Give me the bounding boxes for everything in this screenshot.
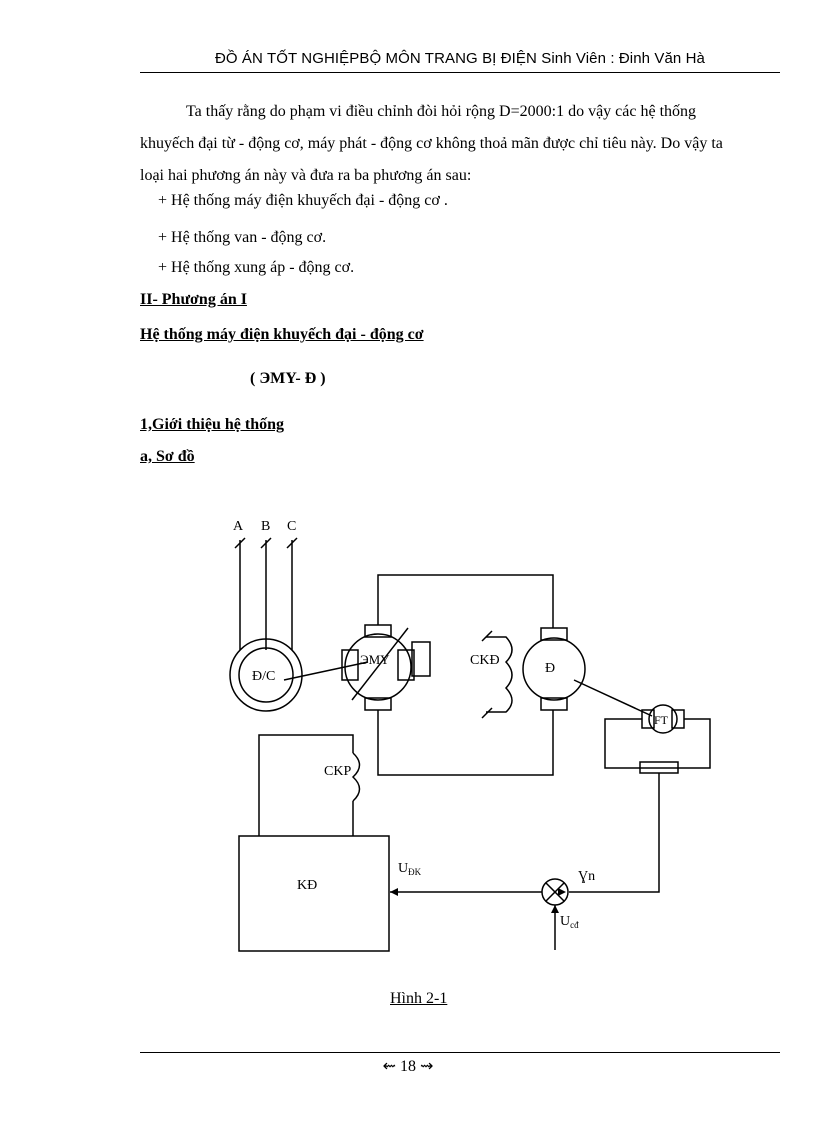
- udk-label: UĐK: [398, 861, 422, 877]
- phase-b-tick: [260, 537, 272, 549]
- arrow-reference: [551, 905, 559, 913]
- udk-main: U: [398, 861, 408, 876]
- page-header: ĐỒ ÁN TỐT NGHIỆPBỘ MÔN TRANG BỊ ĐIỆN Sin…: [140, 46, 780, 73]
- amplifier-label: KĐ: [297, 878, 317, 893]
- paragraph-1: Ta thấy rằng do phạm vi điều chỉnh đòi h…: [140, 103, 723, 184]
- section-title: Hệ thống máy điện khuyếch đại - động cơ: [140, 326, 424, 343]
- feedback-wire: [569, 773, 660, 893]
- tacho-brush-right: [671, 709, 685, 729]
- phase-c-label: C: [287, 519, 296, 534]
- arrow-to-amplifier: [390, 888, 398, 896]
- arrow-feedback: [558, 888, 566, 896]
- shaft-link: [283, 661, 369, 681]
- dc-motor-brush-top: [540, 627, 568, 641]
- ucd-sub: cđ: [570, 920, 579, 930]
- tacho-label: FT: [654, 713, 669, 727]
- section-heading: II- Phương án I: [140, 291, 247, 308]
- tacho-body: [648, 704, 678, 734]
- tacho-shaft: [573, 679, 653, 717]
- ckd-tick-top: [481, 630, 493, 642]
- udk-sub: ĐK: [408, 867, 421, 877]
- ckd-coil: [486, 636, 513, 713]
- ckp-top-wire: [258, 734, 354, 836]
- figure-caption: Hình 2-1: [390, 990, 448, 1007]
- ac-motor-outer: [229, 638, 303, 712]
- ucd-main: U: [560, 914, 570, 929]
- ckd-tick-bottom: [481, 707, 493, 719]
- phase-b-label: B: [261, 519, 270, 534]
- ckp-label: CKP: [324, 764, 351, 779]
- phase-a-tick: [234, 537, 246, 549]
- bullet-item-2: + Hệ thống van - động cơ.: [158, 229, 327, 246]
- dc-motor-brush-bottom: [540, 697, 568, 711]
- ac-motor-inner: [238, 647, 294, 703]
- phase-c-tick: [286, 537, 298, 549]
- dc-motor-label: Đ: [545, 661, 555, 676]
- amplidyne-label: ЭMY: [360, 652, 390, 667]
- amplidyne-brush-right-outer: [411, 641, 431, 677]
- amplidyne-rotor: [344, 633, 412, 701]
- tacho-loop: [604, 718, 711, 769]
- sub-heading-intro: 1,Giới thiệu hệ thống: [140, 416, 284, 433]
- sub-heading-diagram: a, Sơ đồ: [140, 448, 195, 465]
- amplifier-block: [238, 835, 390, 952]
- armature-bottom-wire: [377, 710, 554, 776]
- ckd-label: CKĐ: [470, 653, 500, 668]
- ac-motor-label: Đ/C: [252, 669, 275, 684]
- bullet-item-3: + Hệ thống xung áp - động cơ.: [158, 259, 355, 276]
- phase-a-label: A: [233, 519, 244, 534]
- bullet-item-1: + Hệ thống máy điện khuyếch đại - động c…: [158, 192, 448, 209]
- dc-motor-body: [522, 637, 586, 701]
- section-subtitle: ( ЭMY- Đ ): [250, 370, 326, 387]
- footer-divider: [140, 1052, 780, 1053]
- armature-top-wire: [377, 574, 554, 628]
- amplidyne-diagonal: [351, 627, 409, 701]
- ucd-label: Ucđ: [560, 914, 579, 930]
- yn-label: Ɣn: [578, 869, 595, 884]
- summing-cross-2: [545, 882, 565, 902]
- page-number: ⇜ 18 ⇝: [382, 1058, 434, 1075]
- ckp-coil: [351, 752, 361, 802]
